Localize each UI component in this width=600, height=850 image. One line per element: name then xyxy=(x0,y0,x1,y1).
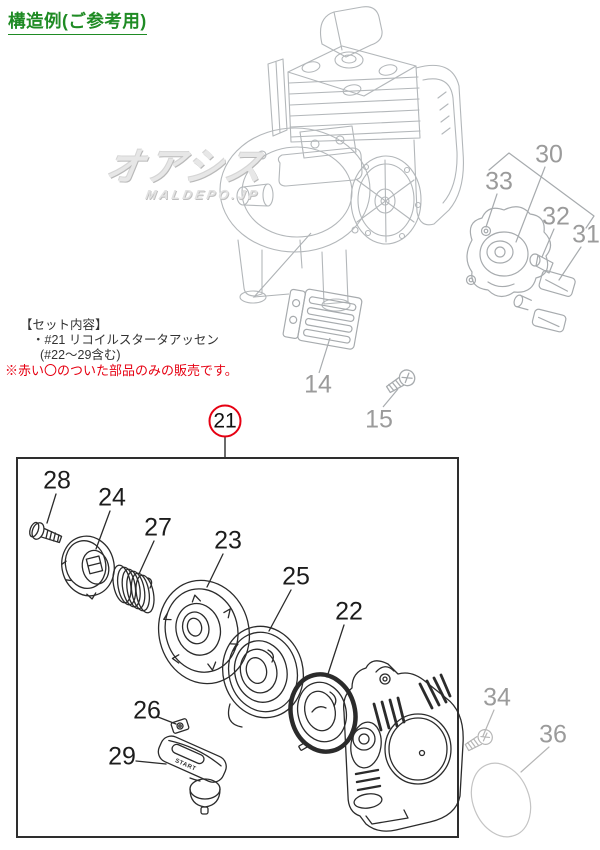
part-30-cover xyxy=(466,206,552,298)
part-14-grille xyxy=(282,288,363,350)
leader-line-engine-to-14 xyxy=(252,232,312,298)
part-label-33: 33 xyxy=(485,167,513,196)
part-29-grip: START xyxy=(157,735,227,815)
leader-line-15 xyxy=(382,388,399,408)
part-label-25: 25 xyxy=(282,562,310,591)
part-23-pulley xyxy=(157,579,251,685)
part-33-clip xyxy=(465,225,492,286)
part-label-24: 24 xyxy=(98,483,126,512)
part-label-30: 30 xyxy=(535,140,563,169)
part-label-23: 23 xyxy=(214,526,242,555)
part-label-32: 32 xyxy=(542,202,570,231)
part-label-34: 34 xyxy=(483,683,511,712)
set-info-heading: 【セット内容】 xyxy=(20,318,108,332)
page-title: 構造例(ご参考用) xyxy=(8,8,147,35)
set-info-item: ・#21 リコイルスタータアッセン xyxy=(32,332,219,347)
engine-illustration xyxy=(219,6,464,312)
parts-30-33-group xyxy=(465,152,595,333)
leader-line-14 xyxy=(318,337,331,374)
part-label-31: 31 xyxy=(572,220,600,249)
part-label-29: 29 xyxy=(108,742,136,771)
part-label-22: 22 xyxy=(335,597,363,626)
part-label-28: 28 xyxy=(43,466,71,495)
part-27-spring xyxy=(112,564,155,614)
parts-34-36-group xyxy=(464,709,550,838)
part-36-gasket xyxy=(470,762,532,838)
part-label-26: 26 xyxy=(133,696,161,725)
assembly-box xyxy=(16,457,459,838)
part-label-27: 27 xyxy=(144,513,172,542)
part-26-clip xyxy=(170,718,190,734)
part-label-14: 14 xyxy=(304,370,332,399)
set-info-item-note: (#22〜29含む) xyxy=(40,347,121,362)
part-label-15: 15 xyxy=(365,405,393,434)
part-32-pawl xyxy=(529,253,554,274)
part-15-screw xyxy=(385,369,416,394)
part-label-36: 36 xyxy=(539,720,567,749)
part-25-spiral-spring xyxy=(221,625,305,728)
set-info-notice: ※赤い〇のついた部品のみの販売です。 xyxy=(5,363,238,379)
set-info-block: 【セット内容】 ・#21 リコイルスタータアッセン (#22〜29含む) ※赤い… xyxy=(5,318,238,379)
part-34-screw xyxy=(464,729,493,752)
part-28-screw xyxy=(29,521,63,544)
starter-cover xyxy=(343,660,464,832)
part-24-hub xyxy=(61,535,115,600)
callout-21: 21 xyxy=(208,404,242,438)
box-contents: START xyxy=(29,493,464,832)
part-22-spring-case xyxy=(288,672,358,754)
part-31-block xyxy=(513,270,576,333)
